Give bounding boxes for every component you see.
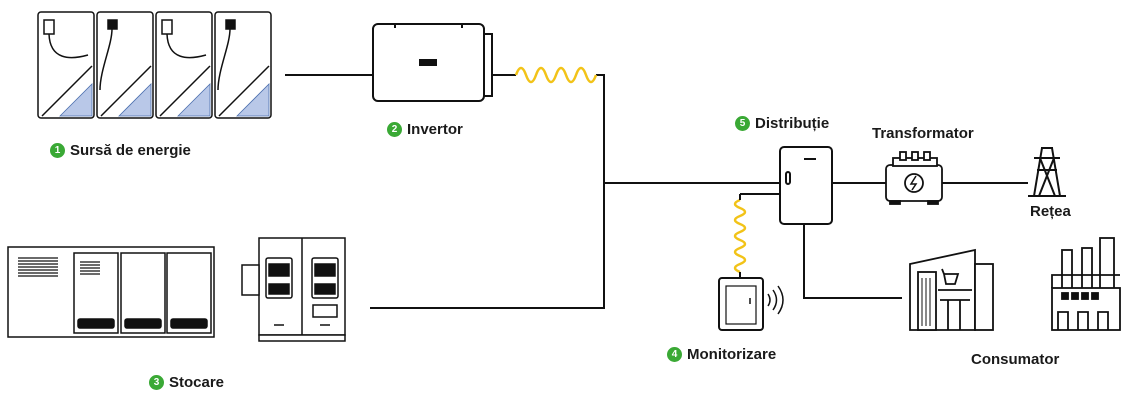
step-badge: 3: [149, 375, 164, 390]
transformer-icon: [885, 151, 943, 205]
grid-label-text: Rețea: [1030, 203, 1071, 220]
transformer-label: Transformator: [872, 125, 974, 142]
inverter-label: 2 Invertor: [387, 121, 463, 138]
distribution-label: 5 Distribuție: [735, 115, 829, 132]
step-badge: 1: [50, 143, 65, 158]
grid-label: Rețea: [1030, 203, 1071, 220]
monitoring-label: 4 Monitorizare: [667, 346, 776, 363]
connection-lines: [285, 74, 1028, 309]
factory-icon: [1051, 237, 1121, 331]
consumer-label: Consumator: [971, 351, 1059, 368]
office-building-icon: [909, 248, 994, 331]
solar-panels-icon: [37, 11, 272, 119]
step-badge: 2: [387, 122, 402, 137]
coil-icon: [514, 66, 598, 84]
storage-label-text: Stocare: [169, 374, 225, 391]
inverter-icon: [372, 23, 493, 102]
coil-icon: [733, 198, 747, 274]
source-label: 1 Sursă de energie: [50, 142, 191, 159]
monitoring-device-icon: [718, 277, 784, 331]
storage-label: 3 Stocare: [149, 374, 224, 391]
line-distribution-consumer: [803, 225, 902, 299]
battery-storage-icon: [7, 237, 346, 342]
transformer-label-text: Transformator: [872, 125, 974, 142]
power-tower-icon: [1028, 147, 1066, 197]
source-label-text: Sursă de energie: [70, 142, 191, 159]
distribution-cabinet-icon: [779, 146, 833, 225]
monitoring-label-text: Monitorizare: [687, 346, 777, 363]
step-badge: 4: [667, 347, 682, 362]
line-inverter-bus: [370, 74, 605, 309]
step-badge: 5: [735, 116, 750, 131]
distribution-label-text: Distribuție: [755, 115, 830, 132]
consumer-label-text: Consumator: [971, 351, 1060, 368]
inverter-label-text: Invertor: [407, 121, 463, 138]
